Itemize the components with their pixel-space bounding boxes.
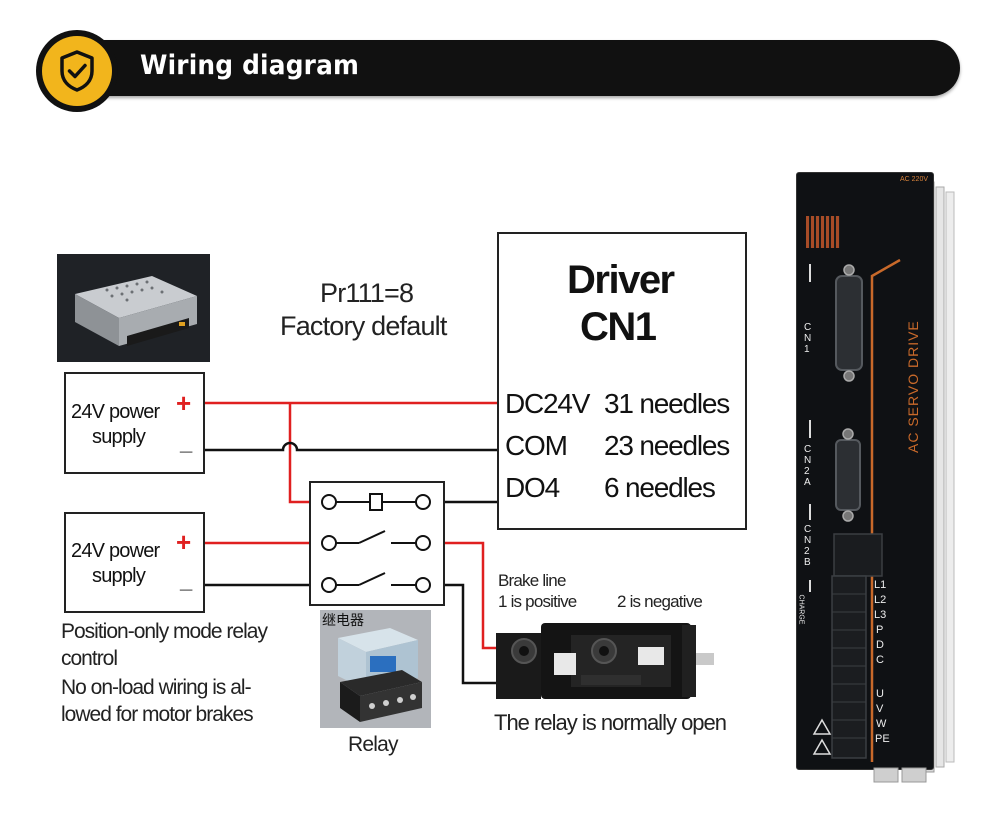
- supply-1-label-line1: 24V power: [71, 401, 160, 423]
- port-label-charge: CHARGE: [797, 594, 805, 625]
- relay-photo-caption: 继电器: [322, 613, 364, 629]
- note-line-2: control: [61, 647, 118, 670]
- relay-photo: [320, 610, 431, 728]
- parameter-line-1: Pr111=8: [320, 278, 414, 308]
- drive-side-text: AC SERVO DRIVE: [905, 320, 921, 453]
- driver-cn1-box: [497, 232, 747, 530]
- relay-schematic-symbols: [321, 493, 431, 593]
- terminal-u: U: [876, 688, 884, 700]
- supply-1-label-line2: supply: [92, 426, 146, 448]
- terminal-w: W: [876, 718, 887, 730]
- power-supply-photo: [57, 254, 210, 362]
- qr-code: [806, 216, 840, 248]
- pin-signal-do4: DO4: [505, 472, 560, 503]
- terminal-p: P: [876, 624, 884, 636]
- parameter-line-2: Factory default: [280, 311, 447, 341]
- power-supply-box-1: [64, 372, 205, 474]
- supply-2-label-line1: 24V power: [71, 540, 160, 562]
- terminal-l1: L1: [874, 579, 887, 591]
- terminal-d: D: [876, 639, 884, 651]
- brake-positive-label: 1 is positive: [498, 592, 577, 611]
- wire-brake-positive: [443, 541, 498, 650]
- drive-model-label: AC 220V: [900, 176, 929, 183]
- wire-brake-negative: [443, 583, 498, 685]
- relay-label: Relay: [348, 733, 398, 756]
- servo-drive-product: AC 220V CN1: [796, 172, 966, 792]
- note-line-3: No on-load wiring is al-: [61, 676, 252, 699]
- terminal-pe: PE: [875, 733, 890, 745]
- title-badge: [36, 30, 118, 112]
- driver-connector: CN1: [580, 305, 657, 349]
- pin-number-com: 23 needles: [604, 430, 730, 461]
- title-banner: [70, 40, 960, 96]
- pin-number-do4: 6 needles: [604, 472, 716, 503]
- shield-check-icon: [60, 50, 94, 92]
- port-label-cn1: CN1: [804, 322, 812, 355]
- servo-motor-photo: [496, 615, 716, 703]
- pin-number-dc24v: 31 needles: [604, 388, 730, 419]
- driver-title: Driver: [567, 258, 675, 302]
- port-label-cn2b: CN2B: [804, 524, 812, 568]
- wire-relay-coil-positive: [288, 403, 313, 504]
- port-label-cn2a: CN2A: [804, 444, 812, 488]
- supply-2-minus: _: [180, 568, 193, 593]
- brake-negative-label: 2 is negative: [617, 592, 703, 611]
- page-title: Wiring diagram: [140, 50, 360, 81]
- wire-com: [205, 441, 497, 452]
- pin-signal-com: COM: [505, 430, 568, 461]
- supply-1-plus: +: [176, 388, 192, 418]
- pin-signal-dc24v: DC24V: [505, 388, 590, 419]
- supply-2-plus: +: [176, 527, 192, 557]
- terminal-v: V: [876, 703, 884, 715]
- terminal-l2: L2: [874, 594, 887, 606]
- brake-note: The relay is normally open: [494, 710, 727, 735]
- note-line-1: Position-only mode relay: [61, 620, 268, 643]
- supply-2-label-line2: supply: [92, 565, 146, 587]
- brake-line-label: Brake line: [498, 571, 566, 590]
- supply-1-minus: _: [180, 430, 193, 455]
- power-supply-box-2: [64, 512, 205, 613]
- terminal-l3: L3: [874, 609, 887, 621]
- note-line-4: lowed for motor brakes: [61, 703, 254, 726]
- terminal-c: C: [876, 654, 884, 666]
